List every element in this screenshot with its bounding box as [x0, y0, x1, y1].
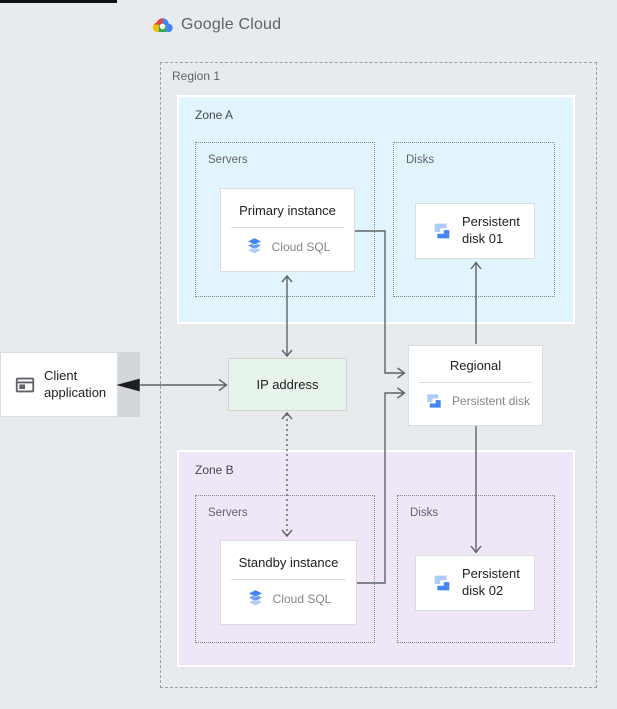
card-divider [230, 227, 345, 228]
cloud-sql-icon [247, 589, 263, 606]
persistent-disk-02-card: Persistent disk 02 [415, 555, 535, 611]
top-border-line [0, 0, 117, 3]
cloud-sql-icon [246, 237, 262, 254]
persistent-disk-02-label: Persistent disk 02 [462, 566, 520, 598]
regional-persistent-disk-card: Regional Persistent disk [408, 345, 543, 426]
persistent-disk-01-card: Persistent disk 01 [415, 203, 535, 259]
client-application-card: Client application [0, 352, 118, 417]
persistent-disk-icon [434, 223, 450, 239]
standby-instance-product: Cloud SQL [272, 591, 332, 606]
region-box [160, 62, 597, 688]
persistent-disk-icon [427, 394, 441, 408]
card-divider [231, 579, 346, 580]
zone-a-disks-group: Disks [393, 142, 555, 297]
google-cloud-logo-icon [152, 18, 173, 33]
standby-instance-card: Standby instance Cloud SQL [220, 540, 357, 625]
primary-instance-title: Primary instance [239, 203, 336, 218]
card-divider [418, 382, 533, 383]
ip-address-box: IP address [228, 358, 347, 411]
zone-a-disks-label: Disks [406, 154, 435, 166]
regional-subtitle: Persistent disk [452, 394, 531, 408]
zone-b-disks-label: Disks [410, 507, 439, 519]
ip-address-label: IP address [256, 377, 319, 392]
primary-instance-product: Cloud SQL [271, 239, 331, 254]
regional-title: Regional [449, 358, 502, 373]
region-label: Region 1 [172, 69, 221, 83]
zone-a-servers-group: Servers [195, 142, 375, 297]
standby-instance-title: Standby instance [238, 555, 339, 570]
persistent-disk-01-label: Persistent disk 01 [462, 214, 520, 246]
primary-instance-card: Primary instance Cloud SQL [220, 188, 355, 272]
zone-b-servers-label: Servers [208, 507, 248, 519]
logo-text: Google Cloud [181, 15, 282, 33]
client-card-shadow [118, 352, 140, 417]
zone-a-label: Zone A [195, 108, 234, 122]
zone-b-label: Zone B [195, 463, 234, 477]
persistent-disk-icon [434, 575, 450, 591]
client-application-label: Client application [44, 367, 107, 400]
google-cloud-logo: Google Cloud [151, 15, 281, 34]
zone-a-servers-label: Servers [208, 154, 248, 166]
client-application-icon [15, 377, 35, 392]
